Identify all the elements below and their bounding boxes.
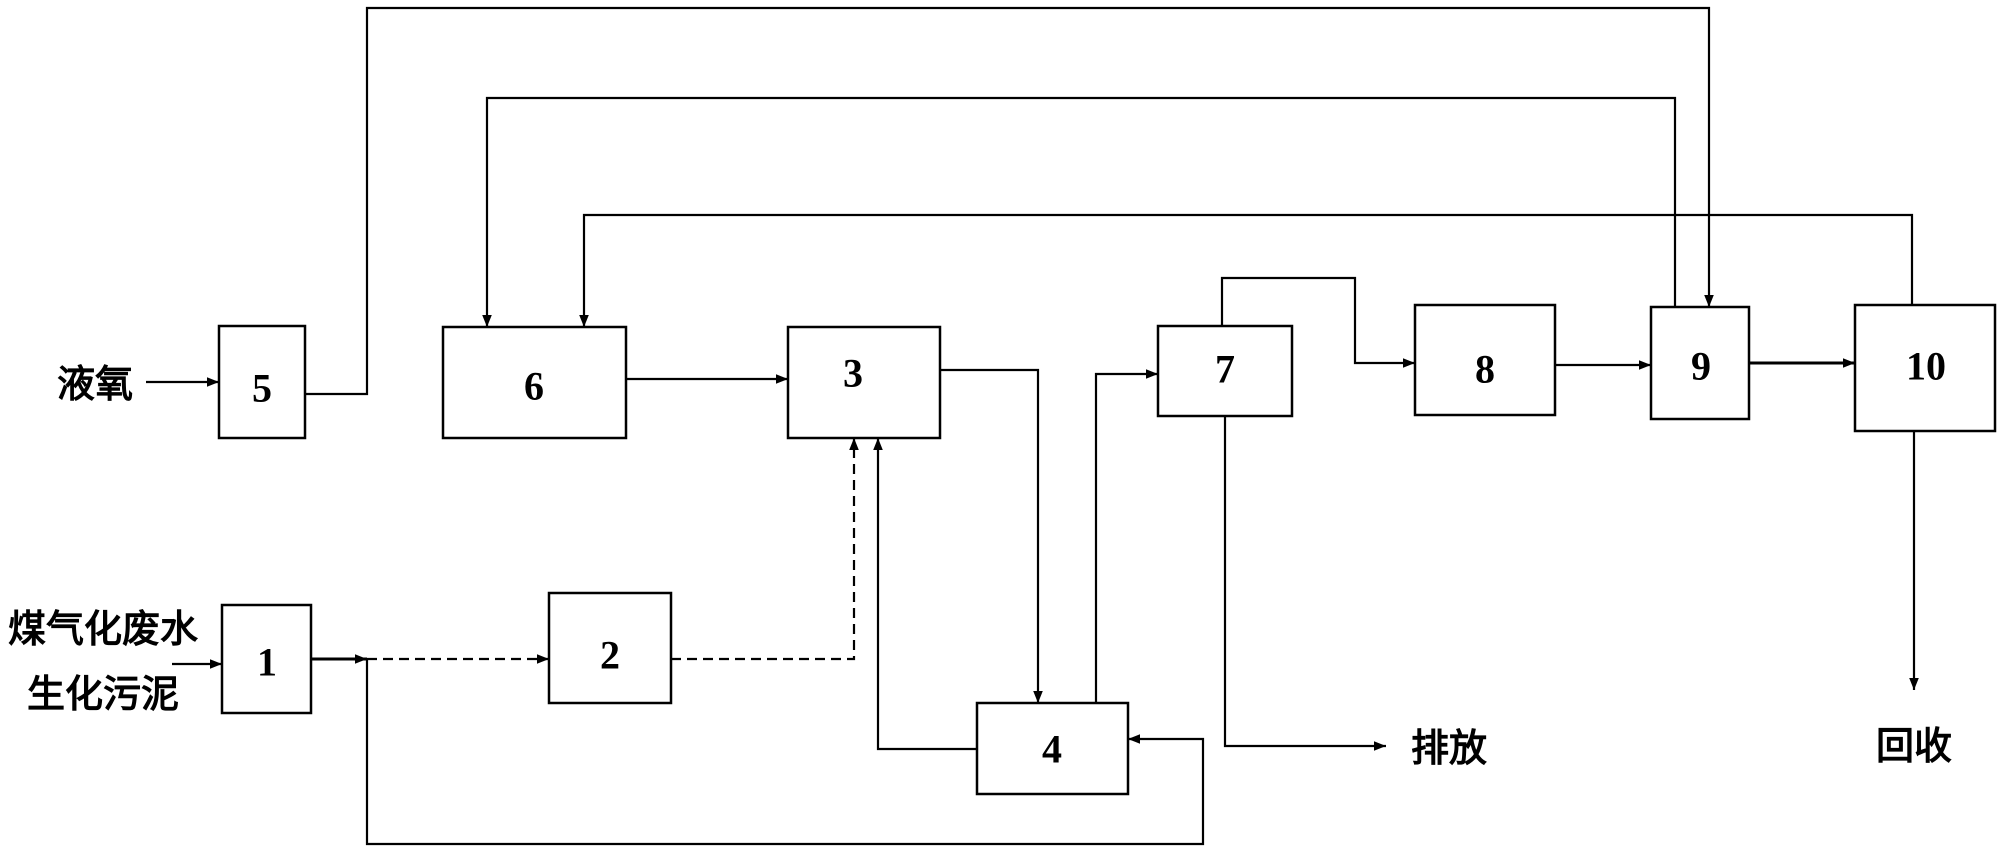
input-label-line1: 煤气化废水 xyxy=(8,607,199,651)
discharge-label: 排放 xyxy=(1411,726,1487,770)
box-9-label: 9 xyxy=(1691,344,1711,389)
box-8 xyxy=(1413,303,1557,417)
arrow-5-to-9 xyxy=(305,6,1714,396)
arrow-3-to-4 xyxy=(940,368,1043,703)
box-10-label: 10 xyxy=(1906,344,1946,389)
arrow-9-to-6 xyxy=(482,96,1677,327)
liquid-oxygen-label: 液氧 xyxy=(57,362,133,406)
recovery-label: 回收 xyxy=(1876,724,1952,768)
box-4-label: 4 xyxy=(1042,727,1062,772)
box-1-label: 1 xyxy=(257,640,277,685)
box-2-label: 2 xyxy=(600,633,620,678)
input-label-line2: 生化污泥 xyxy=(27,672,179,716)
box-6 xyxy=(441,325,628,440)
box-8-label: 8 xyxy=(1475,347,1495,392)
dashed-2-to-3 xyxy=(671,438,859,661)
box-7-label: 7 xyxy=(1215,347,1235,392)
box-3-label: 3 xyxy=(843,351,863,396)
arrow-4-to-3 xyxy=(873,438,977,751)
box-2 xyxy=(547,591,673,705)
box-5-label: 5 xyxy=(252,366,272,411)
box-6-label: 6 xyxy=(524,364,544,409)
arrow-7-to-discharge xyxy=(1223,416,1386,751)
arrow-4-to-7 xyxy=(1094,369,1158,703)
box-3 xyxy=(786,325,942,440)
arrow-10-to-6 xyxy=(579,213,1914,327)
arrow-7-to-8 xyxy=(1220,276,1415,368)
box-10 xyxy=(1853,303,1997,433)
line-branch-to-4 xyxy=(365,659,1205,846)
